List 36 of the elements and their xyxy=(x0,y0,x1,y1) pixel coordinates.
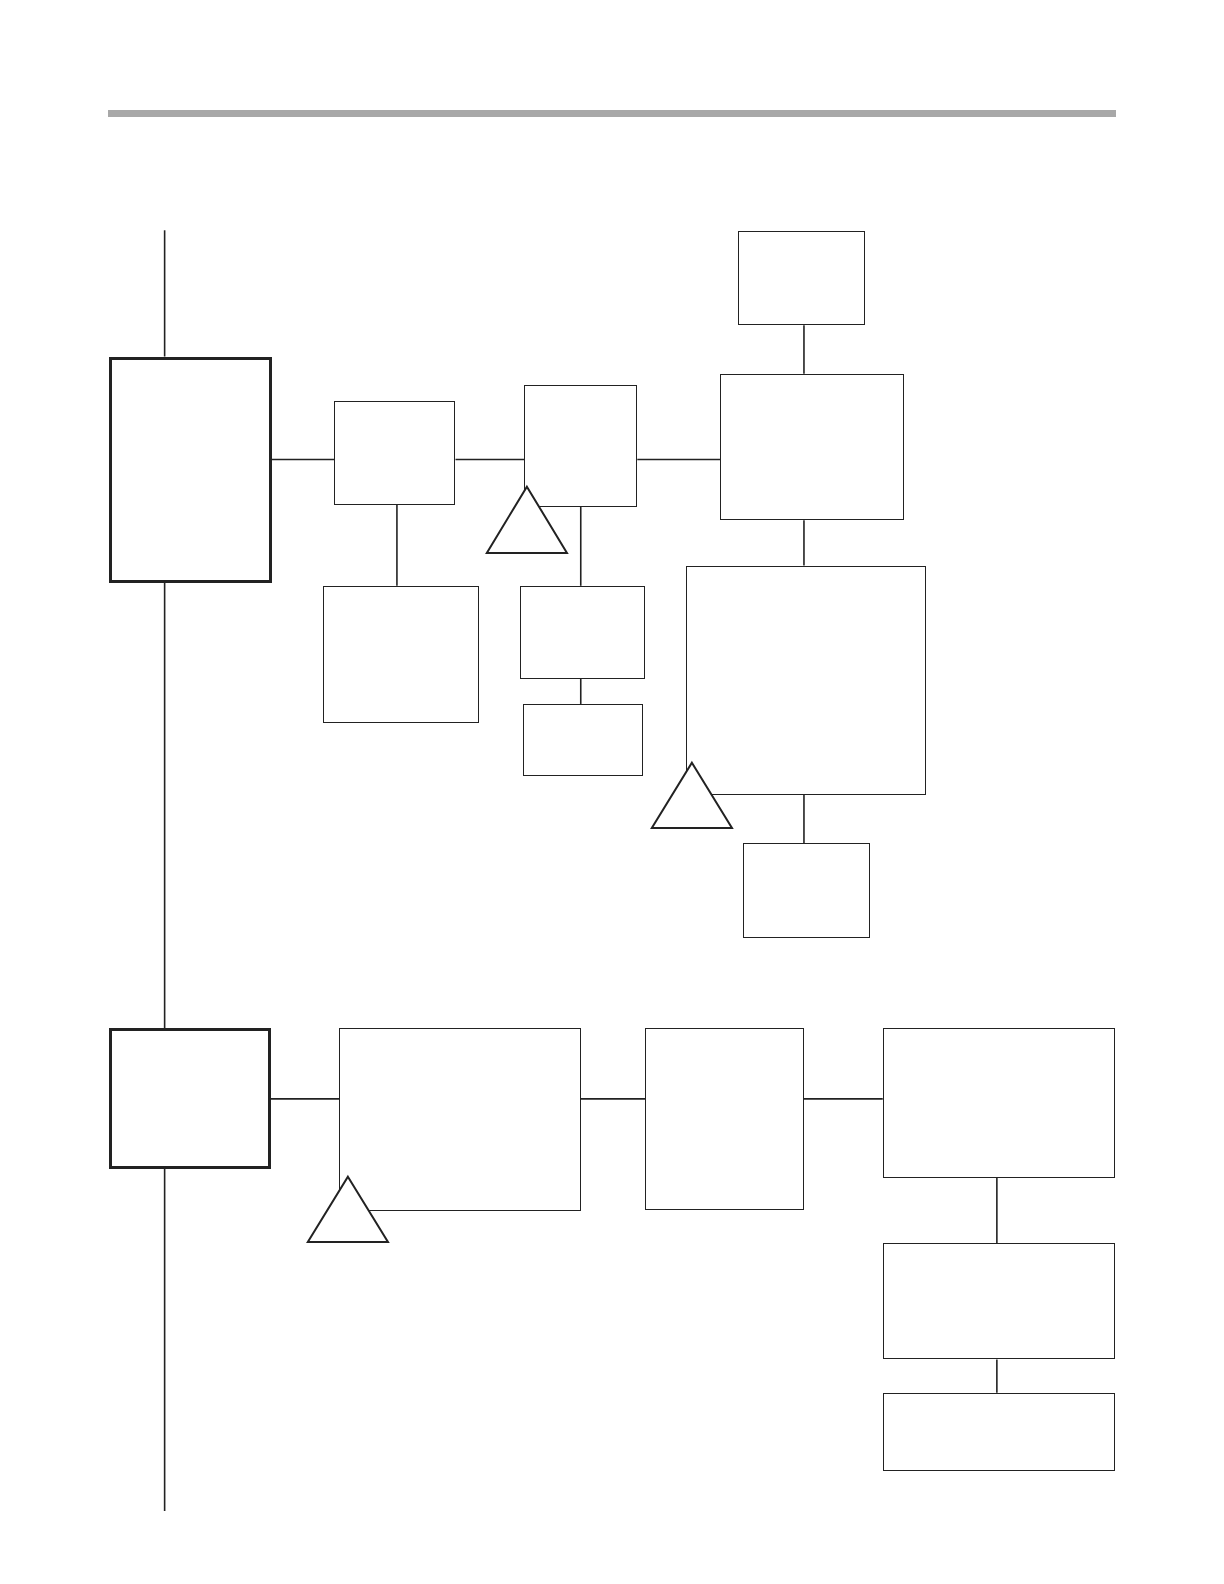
connector-line xyxy=(803,1098,884,1100)
connector-line xyxy=(396,504,398,587)
connector-line xyxy=(454,458,525,461)
empty-triangle xyxy=(307,1175,389,1243)
empty-box xyxy=(882,1392,1116,1471)
empty-triangle xyxy=(485,485,568,554)
empty-box xyxy=(524,384,638,507)
connector-line xyxy=(579,506,582,587)
empty-box xyxy=(323,585,479,724)
connector-line xyxy=(803,519,805,567)
connector-line xyxy=(270,458,336,461)
empty-box xyxy=(882,1028,1116,1178)
empty-box xyxy=(645,1028,804,1210)
connector-line xyxy=(269,1098,341,1100)
connector-line xyxy=(163,1167,166,1512)
empty-box xyxy=(720,373,904,521)
connector-line xyxy=(996,1176,998,1245)
connector-line xyxy=(163,229,166,358)
empty-box xyxy=(523,703,644,776)
connector-line xyxy=(579,677,582,705)
empty-box xyxy=(334,400,456,505)
empty-box xyxy=(743,843,870,939)
empty-box xyxy=(685,565,927,795)
connector-line xyxy=(163,581,166,1029)
connector-line xyxy=(803,324,805,375)
empty-box xyxy=(339,1028,581,1211)
connector-line xyxy=(579,1098,647,1100)
connector-line xyxy=(803,794,805,845)
connector-line xyxy=(996,1358,998,1394)
empty-box xyxy=(520,585,646,679)
empty-triangle xyxy=(651,761,734,829)
connector-line xyxy=(636,458,721,461)
empty-box xyxy=(882,1243,1116,1360)
empty-box xyxy=(738,231,865,326)
heavy-box xyxy=(109,356,272,583)
heavy-box xyxy=(109,1028,271,1169)
